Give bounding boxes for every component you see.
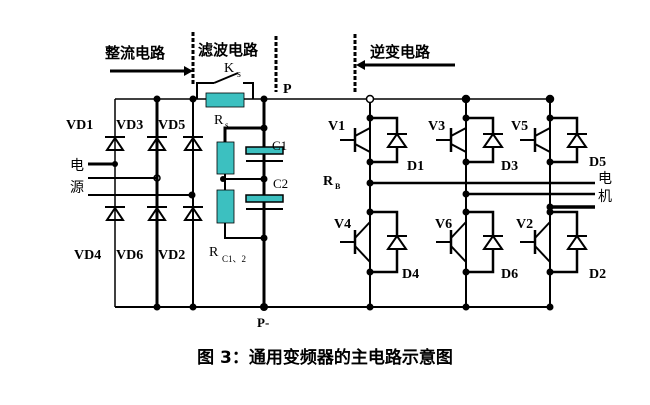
label-rs-sub: s bbox=[225, 120, 229, 130]
label-vd2: VD2 bbox=[158, 248, 185, 263]
label-d5: D5 bbox=[589, 155, 606, 170]
label-d3: D3 bbox=[501, 159, 518, 174]
source-label-1: 电 bbox=[70, 158, 84, 174]
diode-vd6 bbox=[147, 206, 167, 221]
label-d1: D1 bbox=[407, 159, 424, 174]
diode-d4 bbox=[386, 234, 408, 250]
figure-caption: 图 3：通用变频器的主电路示意图 bbox=[197, 348, 453, 368]
label-v4: V4 bbox=[334, 217, 351, 232]
label-rb-sub: B bbox=[335, 182, 341, 191]
filter-section-label: 滤波电路 bbox=[198, 41, 259, 59]
inverter-section-label: 逆变电路 bbox=[370, 43, 431, 61]
label-c2: C2 bbox=[273, 176, 288, 191]
label-vd1: VD1 bbox=[66, 118, 93, 133]
label-v1: V1 bbox=[328, 119, 345, 134]
transistor-v1 bbox=[340, 114, 374, 166]
capacitor-c1 bbox=[245, 146, 284, 162]
capacitor-c2 bbox=[245, 194, 284, 210]
label-d2: D2 bbox=[589, 267, 606, 282]
label-d6: D6 bbox=[501, 267, 518, 282]
transistor-v6 bbox=[436, 208, 470, 276]
diode-vd4 bbox=[105, 206, 125, 221]
label-ks-sub: s bbox=[237, 69, 241, 80]
diode-d1 bbox=[386, 132, 408, 148]
label-node-p: P bbox=[283, 82, 292, 97]
label-node-pn: P- bbox=[257, 315, 269, 330]
label-vd3: VD3 bbox=[116, 118, 143, 133]
label-rb: R bbox=[323, 174, 334, 189]
diode-d5 bbox=[566, 132, 588, 148]
motor-label-2: 机 bbox=[598, 189, 612, 205]
switch-ks bbox=[213, 72, 239, 84]
motor-label-1: 电 bbox=[598, 171, 612, 187]
label-d4: D4 bbox=[402, 267, 419, 282]
diode-vd2 bbox=[183, 206, 203, 221]
label-rs: R bbox=[214, 113, 224, 128]
resistor-rc1 bbox=[216, 141, 235, 175]
inverter-arrow bbox=[356, 60, 455, 70]
label-rc-sub: C1、2 bbox=[222, 254, 246, 264]
rectifier-section-label: 整流电路 bbox=[105, 44, 166, 62]
diode-d3 bbox=[482, 132, 504, 148]
diode-d2 bbox=[566, 234, 588, 250]
label-vd4: VD4 bbox=[74, 248, 101, 263]
diode-vd1 bbox=[105, 136, 125, 151]
label-v2: V2 bbox=[516, 217, 533, 232]
label-vd5: VD5 bbox=[158, 118, 185, 133]
diode-vd3 bbox=[147, 136, 167, 151]
label-v6: V6 bbox=[435, 217, 452, 232]
label-c1: C1 bbox=[272, 138, 287, 153]
resistor-rs bbox=[205, 92, 245, 108]
diode-vd5 bbox=[183, 136, 203, 151]
label-rc: R bbox=[209, 245, 219, 260]
source-label-2: 源 bbox=[70, 180, 84, 196]
diode-d6 bbox=[482, 234, 504, 250]
transistor-v2 bbox=[520, 208, 554, 276]
label-ks: K bbox=[224, 61, 234, 76]
label-v5: V5 bbox=[511, 119, 528, 134]
rectifier-arrow bbox=[110, 66, 193, 76]
label-vd6: VD6 bbox=[116, 248, 143, 263]
label-v3: V3 bbox=[428, 119, 445, 134]
resistor-rc2 bbox=[216, 189, 235, 224]
